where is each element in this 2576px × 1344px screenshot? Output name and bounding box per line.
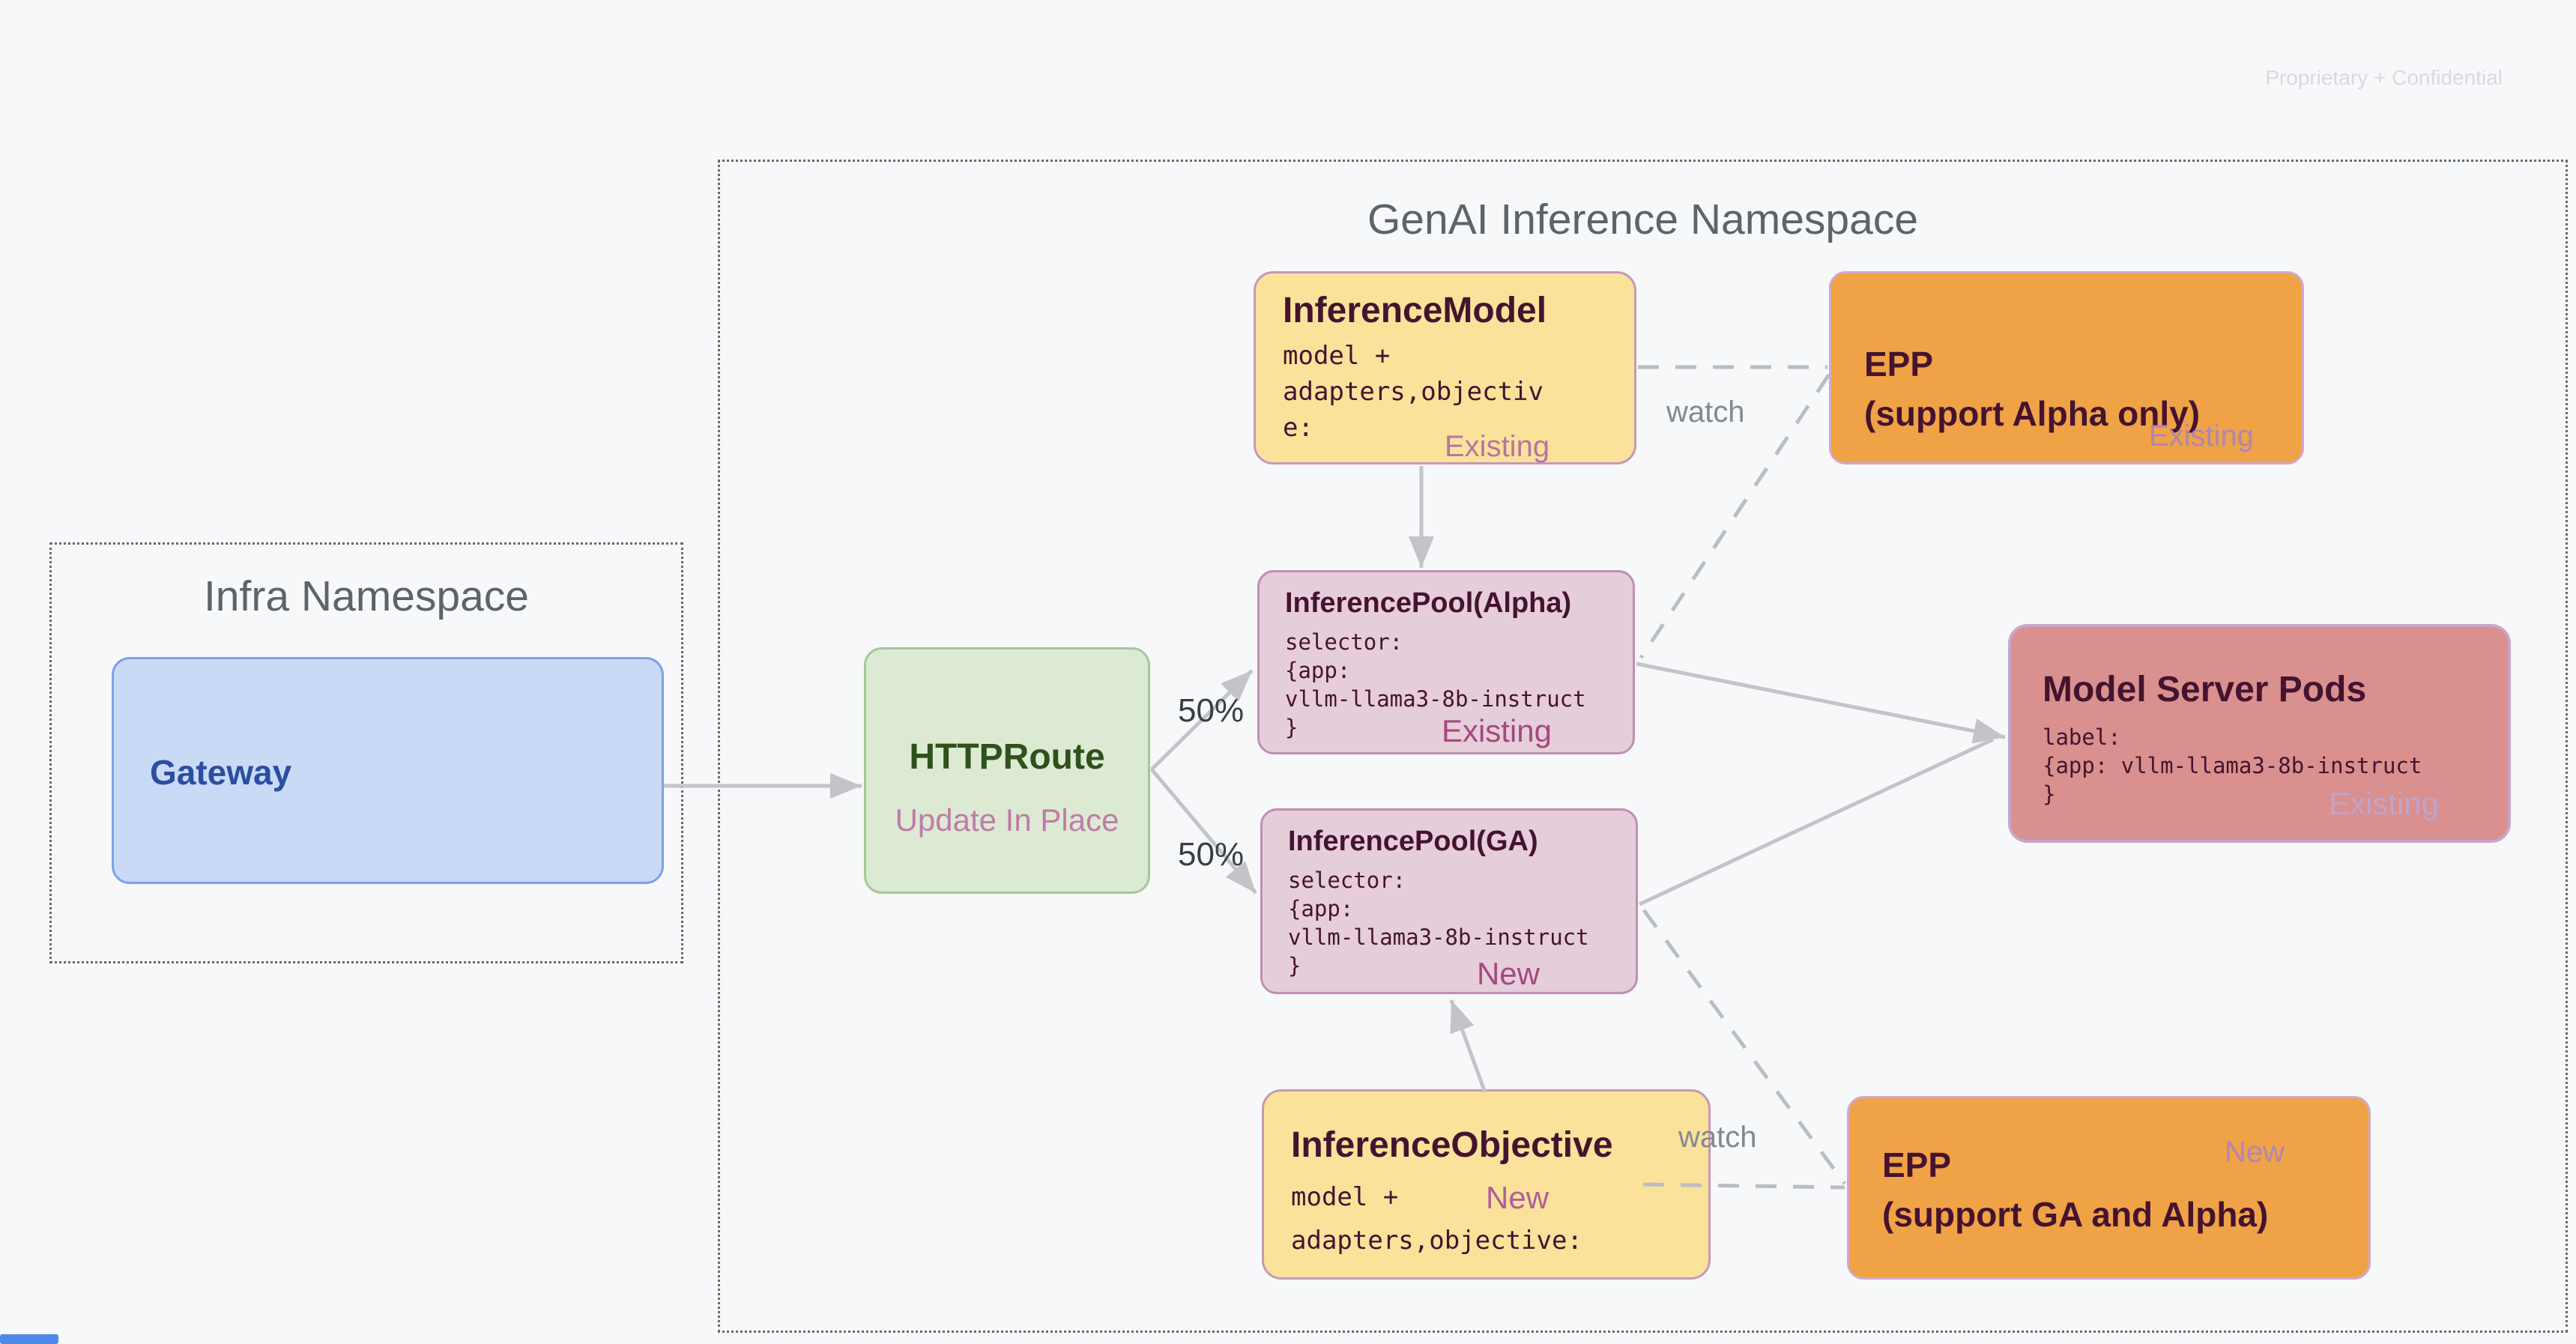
node-inference-model: InferenceModel model + adapters,objectiv…: [1254, 271, 1636, 464]
epp-ga-title-line1: EPP: [1882, 1145, 1952, 1184]
node-epp-ga: EPP (support GA and Alpha) New: [1847, 1096, 2371, 1280]
model-server-pods-label: label: {app: vllm-llama3-8b-instruct }: [2043, 724, 2422, 807]
inference-objective-title: InferenceObjective: [1291, 1125, 1613, 1165]
inference-model-title: InferenceModel: [1283, 291, 1547, 330]
model-server-pods-status-badge: Existing: [2328, 786, 2439, 821]
inference-pool-alpha-selector: selector: {app: vllm-llama3-8b-instruct …: [1285, 629, 1586, 740]
httproute-title: HTTPRoute: [909, 737, 1105, 777]
node-epp-alpha: EPP (support Alpha only) Existing: [1829, 271, 2304, 464]
epp-alpha-status-badge: Existing: [2148, 420, 2254, 452]
node-gateway: Gateway: [112, 657, 664, 884]
epp-ga-status-badge: New: [2224, 1136, 2285, 1169]
inference-model-status-badge: Existing: [1445, 430, 1550, 463]
gateway-title: Gateway: [150, 753, 292, 792]
model-server-pods-title: Model Server Pods: [2043, 670, 2367, 709]
inference-pool-ga-title: InferencePool(GA): [1288, 826, 1538, 857]
epp-alpha-title-line2: (support Alpha only): [1864, 394, 2201, 433]
infra-namespace-title: Infra Namespace: [203, 572, 530, 620]
node-model-server-pods: Model Server Pods label: {app: vllm-llam…: [2008, 624, 2511, 843]
node-httproute: HTTPRoute Update In Place: [864, 647, 1150, 894]
infra-namespace-group: Infra Namespace: [49, 542, 683, 963]
node-inference-pool-ga: InferencePool(GA) selector: {app: vllm-l…: [1260, 808, 1638, 994]
epp-ga-title-line2: (support GA and Alpha): [1882, 1195, 2269, 1234]
node-inference-objective: InferenceObjective model + adapters,obje…: [1262, 1089, 1711, 1280]
confidential-note: Proprietary + Confidential: [2265, 66, 2503, 89]
genai-namespace-title: GenAI Inference Namespace: [1367, 196, 1919, 243]
inference-pool-ga-status-badge: New: [1476, 956, 1540, 991]
epp-alpha-title-line1: EPP: [1864, 345, 1934, 384]
inference-model-spec: model + adapters,objectiv e:: [1283, 341, 1544, 443]
genai-namespace-group: GenAI Inference Namespace: [718, 160, 2568, 1333]
watch-label-bottom: watch: [1678, 1121, 1757, 1154]
bottom-left-accent-bar: [0, 1334, 58, 1344]
inference-objective-status-badge: New: [1486, 1180, 1549, 1215]
inference-pool-alpha-status-badge: Existing: [1441, 713, 1552, 748]
inference-pool-ga-selector: selector: {app: vllm-llama3-8b-instruct …: [1288, 868, 1589, 978]
traffic-split-label-bottom: 50%: [1178, 836, 1245, 873]
watch-label-top: watch: [1666, 396, 1745, 429]
httproute-subtitle: Update In Place: [895, 802, 1119, 838]
node-inference-pool-alpha: InferencePool(Alpha) selector: {app: vll…: [1257, 570, 1635, 754]
traffic-split-label-top: 50%: [1178, 692, 1245, 729]
inference-objective-spec: model + adapters,objective:: [1291, 1182, 1582, 1256]
inference-pool-alpha-title: InferencePool(Alpha): [1285, 587, 1572, 619]
